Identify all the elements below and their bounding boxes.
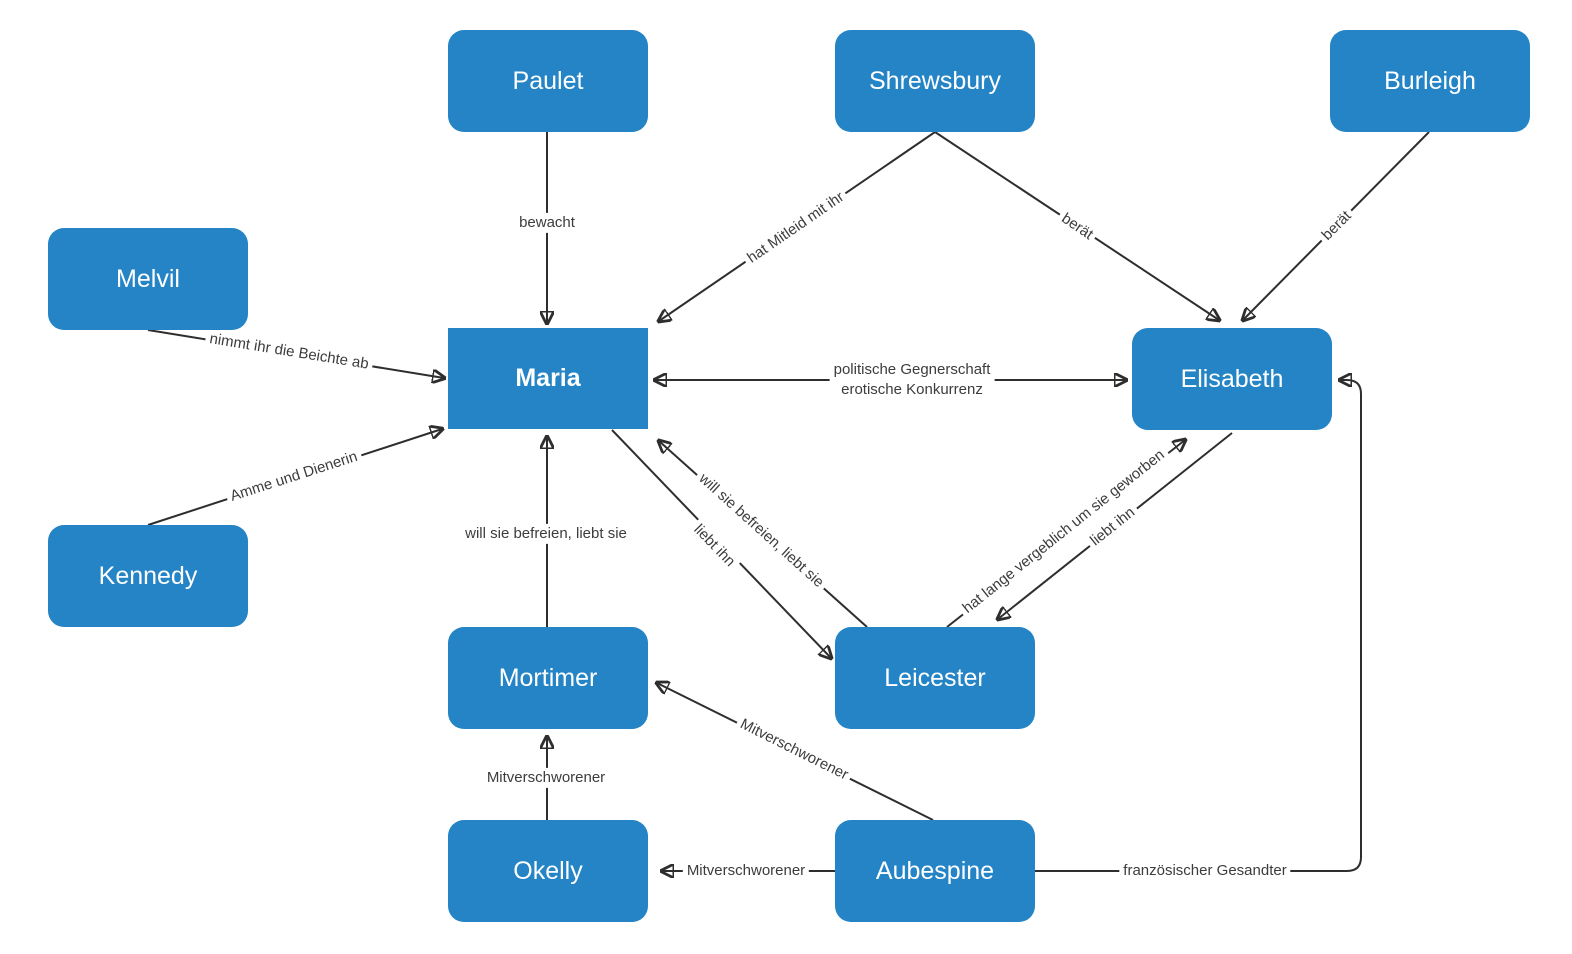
node-shrewsbury-label: Shrewsbury <box>869 66 1001 95</box>
node-aubespine[interactable]: Aubespine <box>835 820 1035 922</box>
node-burleigh[interactable]: Burleigh <box>1330 30 1530 132</box>
node-okelly[interactable]: Okelly <box>448 820 648 922</box>
node-kennedy[interactable]: Kennedy <box>48 525 248 627</box>
node-burleigh-label: Burleigh <box>1384 66 1476 95</box>
node-kennedy-label: Kennedy <box>98 561 198 590</box>
edge-label-gesandter: französischer Gesandter <box>1119 860 1291 882</box>
node-maria-label: Maria <box>515 364 581 392</box>
node-elisabeth[interactable]: Elisabeth <box>1132 328 1332 430</box>
node-mortimer[interactable]: Mortimer <box>448 627 648 729</box>
node-mortimer-label: Mortimer <box>498 663 598 692</box>
edge-label-mitverschworener-okelly: Mitverschworener <box>482 767 610 789</box>
node-maria[interactable]: Maria <box>448 328 648 429</box>
node-aubespine-label: Aubespine <box>875 856 995 885</box>
edge-label-mitverschworener-aubespine-okelly: Mitverschworener <box>682 860 810 882</box>
node-elisabeth-label: Elisabeth <box>1180 364 1284 393</box>
node-leicester[interactable]: Leicester <box>835 627 1035 729</box>
edge-label-gegnerschaft: politische Gegnerschaft erotische Konkur… <box>829 359 995 401</box>
edge-aubespine-elisabeth <box>1035 380 1362 872</box>
node-leicester-label: Leicester <box>884 663 986 692</box>
node-paulet-label: Paulet <box>512 66 584 95</box>
node-paulet[interactable]: Paulet <box>448 30 648 132</box>
edge-label-befreien-mortimer: will sie befreien, liebt sie <box>461 523 631 545</box>
node-melvil-label: Melvil <box>116 264 180 293</box>
node-melvil[interactable]: Melvil <box>48 228 248 330</box>
node-shrewsbury[interactable]: Shrewsbury <box>835 30 1035 132</box>
node-okelly-label: Okelly <box>513 856 583 885</box>
edge-label-bewacht: bewacht <box>515 212 579 234</box>
